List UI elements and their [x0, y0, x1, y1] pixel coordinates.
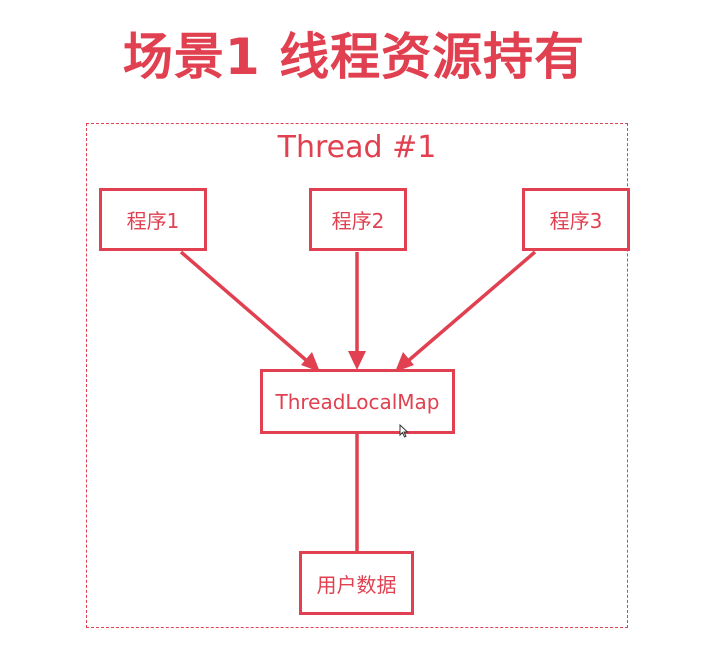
- slide-title: 场景1 线程资源持有: [122, 28, 586, 86]
- arrow-program1-to-map: [179, 250, 316, 369]
- program1-box: 程序1: [99, 188, 207, 251]
- mouse-cursor-icon: [399, 424, 409, 438]
- threadlocalmap-box: ThreadLocalMap: [260, 369, 455, 434]
- arrow-program3-to-map: [399, 250, 537, 369]
- thread-container: [86, 123, 628, 628]
- thread-label: Thread #1: [277, 130, 437, 165]
- program2-box: 程序2: [309, 188, 407, 251]
- arrowhead-program3: [395, 352, 414, 372]
- user-data-box: 用户数据: [299, 551, 414, 615]
- arrowhead-program2: [348, 351, 366, 370]
- arrowhead-program1: [301, 352, 320, 372]
- program3-box: 程序3: [522, 188, 630, 251]
